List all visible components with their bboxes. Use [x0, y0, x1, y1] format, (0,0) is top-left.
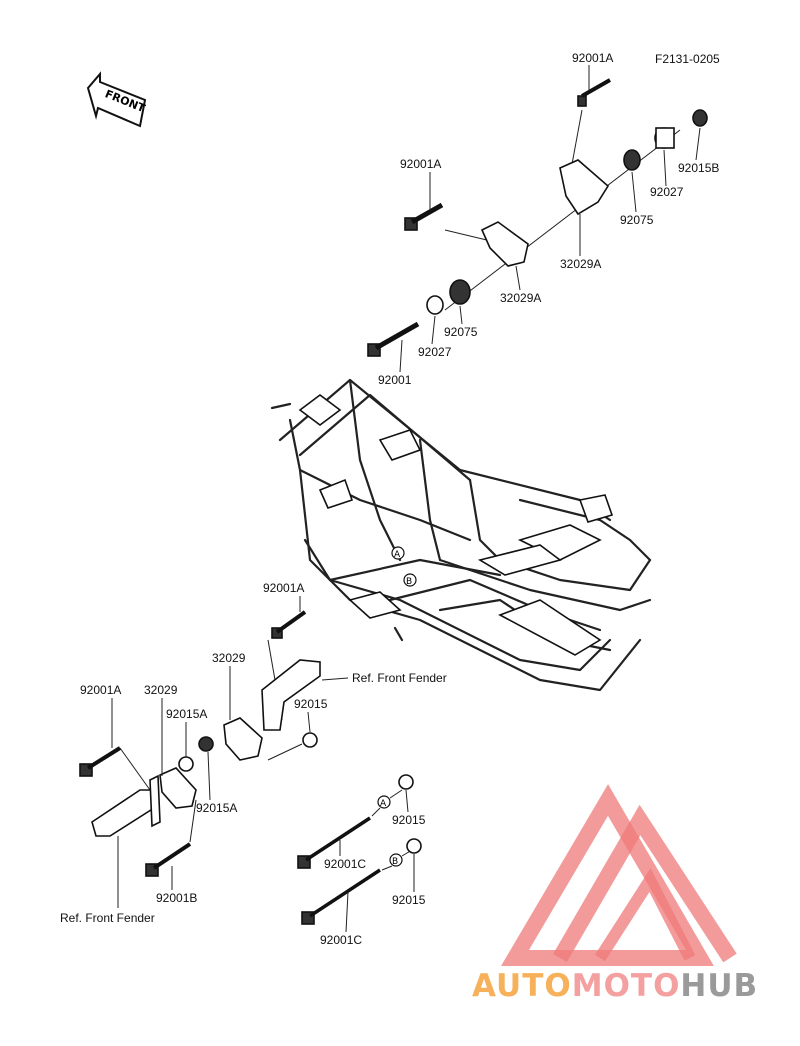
bolt-part [404, 202, 444, 231]
svg-text:A: A [380, 799, 387, 809]
part-label: 92001A [400, 157, 441, 171]
ref-label: Ref. Front Fender [352, 671, 447, 685]
part-label: 32029 [144, 683, 178, 697]
part-label: 92015 [392, 893, 426, 907]
nut-part [406, 838, 422, 854]
part-label: 92015 [294, 697, 328, 711]
nut-part [198, 736, 214, 752]
part-label: 92027 [650, 185, 684, 199]
part-label: 92001C [320, 933, 362, 947]
automotohub-logo [501, 784, 737, 966]
automotohub-wordmark: AUTOMOTOHUB [472, 968, 758, 1004]
marker-b: B [403, 573, 417, 587]
part-label: 92075 [444, 325, 478, 339]
vehicle-frame [270, 378, 652, 692]
svg-text:B: B [392, 857, 398, 867]
nut-part [692, 109, 708, 127]
bolt-part [367, 321, 420, 357]
svg-text:AUTOMOTOHUB: AUTOMOTOHUB [472, 968, 758, 1004]
part-label: 92075 [620, 213, 654, 227]
damper-part [449, 279, 471, 305]
part-label: 92001A [263, 581, 304, 595]
part-label: 32029A [560, 257, 601, 271]
bracket-part [480, 221, 529, 267]
bracket-part [159, 767, 197, 809]
fender-stay-part [149, 774, 161, 828]
part-label: 92027 [418, 345, 452, 359]
bracket-part [559, 159, 610, 216]
wordmark-hub: HUB [680, 968, 758, 1004]
bolt-part [79, 746, 122, 777]
long-bolt-part [297, 816, 371, 869]
wordmark-auto: AUTO [472, 968, 572, 1004]
part-label: 92001A [80, 683, 121, 697]
part-label: 92015 [392, 813, 426, 827]
svg-text:B: B [406, 577, 412, 587]
assembly-axis-line [444, 129, 681, 311]
diagram-code: F2131-0205 [655, 52, 720, 66]
fender-stay-part [91, 789, 155, 837]
part-label: 92001 [378, 373, 412, 387]
marker-a: A [377, 795, 391, 809]
part-label: 92015A [196, 801, 237, 815]
part-label: 32029A [500, 291, 541, 305]
bolt-part [577, 78, 611, 107]
part-label: 92015A [166, 707, 207, 721]
fender-stay-part [261, 659, 321, 731]
bracket-part [223, 717, 263, 761]
nut-part [302, 732, 318, 748]
marker-a: A [391, 546, 405, 560]
marker-b: B [389, 853, 403, 867]
svg-text:A: A [394, 550, 401, 560]
nut-part [398, 774, 414, 790]
part-label: 92001C [324, 857, 366, 871]
ref-label: Ref. Front Fender [60, 911, 155, 925]
part-label: 92001A [572, 51, 613, 65]
part-label: 92001B [156, 891, 197, 905]
collar-part [426, 295, 444, 315]
damper-part [623, 149, 641, 171]
front-arrow-icon: FRONT [86, 71, 147, 128]
bolt-part [145, 842, 192, 877]
collar-part [654, 127, 675, 149]
part-label: 92015B [678, 161, 719, 175]
bolt-part [271, 610, 307, 639]
long-bolt-part [301, 868, 381, 925]
part-label: 32029 [212, 651, 246, 665]
wordmark-moto: MOTO [572, 968, 681, 1004]
nut-part [178, 756, 194, 772]
